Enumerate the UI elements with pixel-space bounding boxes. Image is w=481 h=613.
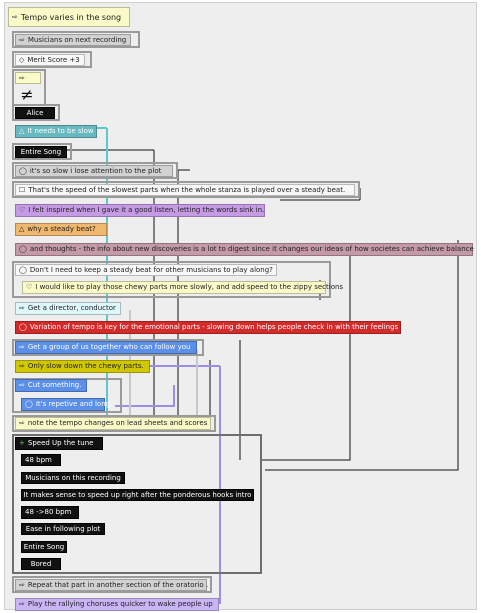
bpm48-node[interactable]: 48 bpm xyxy=(21,454,61,466)
square-note-icon: ☐ xyxy=(19,185,26,194)
node-label: It needs to be slow xyxy=(27,127,94,135)
group-node[interactable]: ⇨ Get a group of us together who can fol… xyxy=(15,341,197,354)
node-frame xyxy=(12,162,178,179)
why-steady-node[interactable]: △ why a steady beat? xyxy=(15,223,107,236)
dont-need-node[interactable]: ◯ Don't I need to keep a steady beat for… xyxy=(15,264,277,276)
node-label: That's the speed of the slowest parts wh… xyxy=(28,185,346,194)
not-equal-symbol: ≠ xyxy=(20,85,34,104)
node-label: I would like to play those chewy parts m… xyxy=(35,283,344,291)
note-tempo-node[interactable]: ⇨ note the tempo changes on lead sheets … xyxy=(15,417,211,430)
node-label: 48 ->80 bpm xyxy=(25,508,72,516)
argument-arrow-icon: ⇨ xyxy=(19,419,25,427)
so-slow-node[interactable]: ◯ it's so slow i lose attention to the p… xyxy=(15,165,173,177)
node-frame xyxy=(12,339,204,356)
node-label: and thoughts - the info about new discov… xyxy=(29,245,474,253)
node-frame xyxy=(12,143,72,160)
entire-song-node[interactable]: Entire Song xyxy=(15,146,67,158)
would-like-node[interactable]: ♡ I would like to play those chewy parts… xyxy=(22,281,343,294)
thoughts-node[interactable]: ◯ and thoughts - the info about new disc… xyxy=(15,243,474,256)
node-frame xyxy=(12,31,140,48)
node-label: Cut something. xyxy=(27,381,82,389)
node-label: Musicians on next recording xyxy=(27,35,127,44)
node-label: note the tempo changes on lead sheets an… xyxy=(27,419,208,427)
speed-sense-node[interactable]: It makes sense to speed up right after t… xyxy=(21,489,254,501)
director-node[interactable]: ⇨ Get a director, conductor xyxy=(15,302,121,315)
circle-issue-icon: ◯ xyxy=(25,400,33,408)
node-label: Merit Score +3 xyxy=(27,55,80,64)
node-label: why a steady beat? xyxy=(27,225,96,233)
circle-issue-icon: ◯ xyxy=(19,166,27,175)
cut-node[interactable]: ⇨ Cut something. xyxy=(15,379,87,392)
node-label: Speed Up the tune xyxy=(27,439,94,447)
node-frame xyxy=(12,415,216,432)
rallying-node[interactable]: ⇨ Play the rallying choruses quicker to … xyxy=(15,598,219,611)
node-label: I felt inspired when I gave it a good li… xyxy=(28,206,265,214)
neq-node[interactable]: ⇨ xyxy=(15,72,41,84)
node-frame xyxy=(12,51,92,68)
needs-slow-node[interactable]: △ It needs to be slow xyxy=(15,125,97,138)
argument-arrow-icon: ⇨ xyxy=(19,343,25,351)
circle-issue-icon: ◯ xyxy=(19,265,27,274)
inspired-node[interactable]: ♡ I felt inspired when I gave it a good … xyxy=(15,204,265,217)
node-label: Play the rallying choruses quicker to wa… xyxy=(27,600,213,608)
bored-node[interactable]: Bored xyxy=(21,558,61,570)
diamond-icon: ◇ xyxy=(19,55,25,64)
merit-score-node[interactable]: ◇ Merit Score +3 xyxy=(15,54,85,66)
entire-song-node-2[interactable]: Entire Song xyxy=(21,541,67,553)
circle-issue-icon: ◯ xyxy=(19,323,27,331)
argument-arrow-icon: ⇨ xyxy=(19,580,25,589)
node-frame xyxy=(12,576,212,593)
node-label: Alice xyxy=(26,108,44,117)
repetitive-node[interactable]: ◯ It's repetive and long. xyxy=(21,398,112,411)
node-label: Bored xyxy=(30,559,52,568)
variation-node[interactable]: ◯ Variation of tempo is key for the emot… xyxy=(15,321,401,334)
map-title-node[interactable]: ⇨ Tempo varies in the song xyxy=(8,7,130,27)
triangle-pro-icon: △ xyxy=(19,127,25,135)
repeat-node[interactable]: ⇨ Repeat that part in another section of… xyxy=(15,579,209,591)
node-label: It makes sense to speed up right after t… xyxy=(23,490,252,499)
triangle-pro-icon: △ xyxy=(19,225,25,233)
node-label: it's so slow i lose attention to the plo… xyxy=(29,166,162,175)
node-label: Musicians on this recording xyxy=(25,473,121,482)
node-label: Entire Song xyxy=(23,542,65,551)
only-slow-node[interactable]: ⇨ Only slow down the chewy parts. xyxy=(15,360,150,373)
bpm48-80-node[interactable]: 48 ->80 bpm xyxy=(21,506,79,519)
circle-issue-icon: ◯ xyxy=(19,245,27,253)
argument-arrow-icon: ⇨ xyxy=(19,304,25,312)
argument-arrow-icon: ⇨ xyxy=(12,12,18,21)
node-label: It's repetive and long. xyxy=(35,400,113,408)
node-frame xyxy=(12,434,262,574)
argument-arrow-icon: ⇨ xyxy=(19,73,25,82)
ease-node[interactable]: Ease in following plot xyxy=(21,523,105,535)
argument-arrow-icon: ⇨ xyxy=(19,362,25,370)
node-label: 48 bpm xyxy=(25,455,52,464)
node-label: Don't I need to keep a steady beat for o… xyxy=(29,265,273,274)
node-label: Only slow down the chewy parts. xyxy=(27,362,144,370)
node-label: Ease in following plot xyxy=(25,524,101,533)
node-label: Get a group of us together who can follo… xyxy=(27,343,191,351)
argument-arrow-icon: ⇨ xyxy=(19,35,25,44)
node-frame xyxy=(12,261,331,298)
musicians-this-node[interactable]: Musicians on this recording xyxy=(21,472,125,484)
musicians-next-node[interactable]: ⇨ Musicians on next recording xyxy=(15,34,131,46)
heart-con-icon: ♡ xyxy=(26,283,33,291)
alice-node[interactable]: Alice xyxy=(15,107,55,119)
argument-arrow-icon: ⇨ xyxy=(19,600,25,608)
speed-up-node[interactable]: + Speed Up the tune xyxy=(15,437,103,450)
node-frame xyxy=(12,181,360,198)
node-label: Repeat that part in another section of t… xyxy=(27,580,209,589)
heart-con-icon: ♡ xyxy=(19,206,26,214)
node-label: Tempo varies in the song xyxy=(20,12,122,22)
speed-slowest-node[interactable]: ☐ That's the speed of the slowest parts … xyxy=(15,184,355,196)
node-label: Entire Song xyxy=(20,147,62,156)
argument-arrow-icon: ⇨ xyxy=(19,381,25,389)
node-frame xyxy=(12,104,60,121)
node-label: Variation of tempo is key for the emotio… xyxy=(29,323,399,331)
node-label: Get a director, conductor xyxy=(27,304,116,312)
plus-icon: + xyxy=(19,439,25,447)
